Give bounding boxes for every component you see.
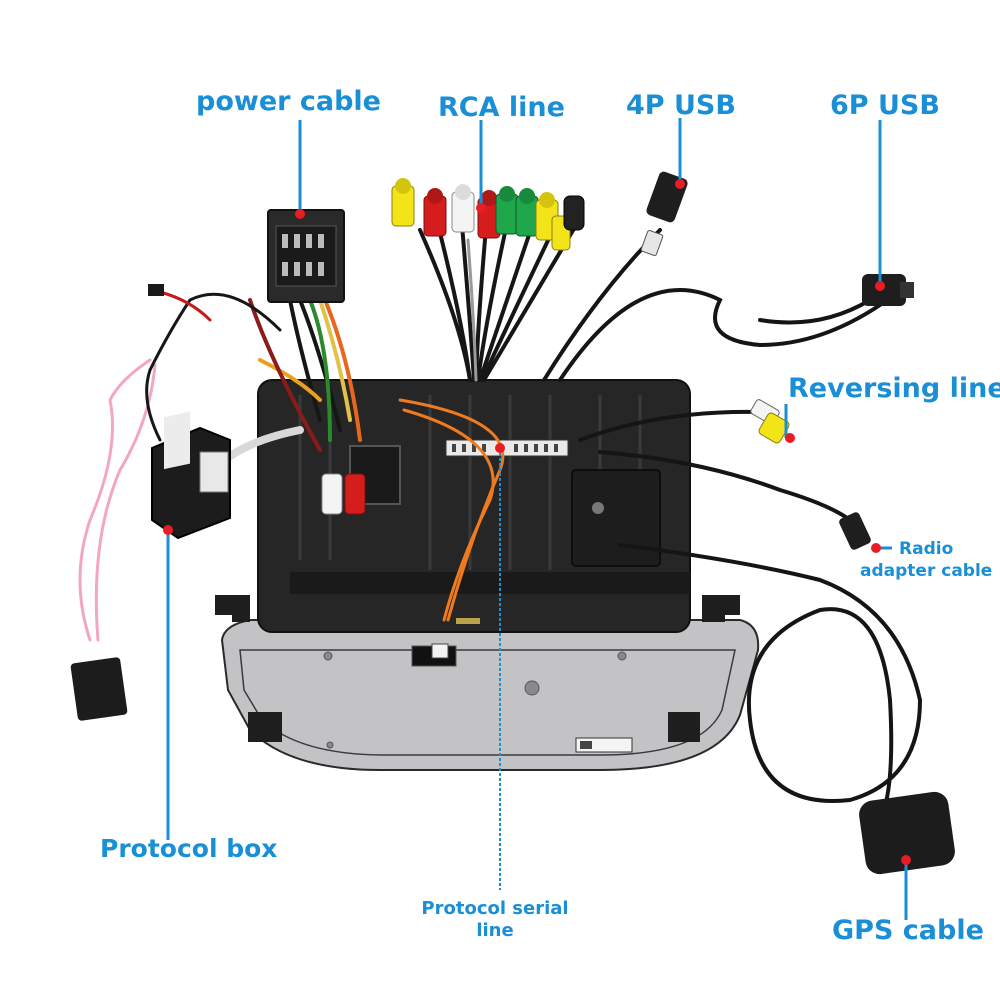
ground-stud [592,502,604,514]
label-rca-line: RCA line [438,92,565,123]
protocol-box-black-wire [145,292,282,442]
plate-screws [323,651,627,749]
header-pins [452,444,558,452]
gps-cable [618,543,923,822]
radio-adapter-cable [598,450,852,522]
label-radio-adapter-line1: Radio [899,539,954,559]
bottom-strip-gold [456,618,480,624]
rca-plug-green-1 [495,186,519,235]
pointer-lines [166,118,908,920]
usb-6p-cable [558,288,895,382]
label-radio-adapter-line2: adapter cable [860,561,993,581]
plate-mount-brackets [215,595,740,742]
rca-plug-green-2 [515,188,539,237]
label-protocol-serial-line: Protocol serial line [410,898,580,942]
rca-plugs [391,178,585,251]
rca-plug-red-1 [423,188,447,237]
power-connector-pins [282,234,324,276]
label-protocol-serial-line1: Protocol serial [421,898,569,919]
protocol-plug [70,657,128,721]
rear-panel-inset [571,469,661,567]
label-usb-6p: 6P USB [830,90,940,121]
usb-6p-plug [862,274,914,306]
protocol-orange-wires-2 [402,408,495,622]
pink-wire-1 [78,358,152,642]
label-radio-adapter: Radio adapter cable [860,538,992,582]
gps-antenna [859,791,955,875]
reversing-plug [750,399,790,444]
pointer-dots [163,179,911,865]
rca-plug-yellow-1 [391,178,415,227]
serial-plug [431,643,449,659]
pink-wire-2 [94,363,157,642]
small-red-plug [148,284,164,296]
label-protocol-serial-line2: line [476,920,514,941]
label-protocol-box: Protocol box [100,834,278,863]
small-red-black-lead [158,290,212,322]
power-harness [248,298,362,452]
back-plate [220,619,760,771]
protocol-box-device [151,411,231,540]
unit-rca-pair [321,473,366,515]
label-power-cable: power cable [196,86,381,117]
plate-sticker [575,737,633,753]
label-reversing-line: Reversing line [788,373,1000,404]
label-gps-cable: GPS cable [832,915,984,946]
aux-jack [563,195,585,231]
reversing-cable [578,409,762,442]
label-usb-4p: 4P USB [626,90,736,121]
rca-grey-wire [466,238,478,382]
bottom-strip [290,572,690,594]
rca-plug-white [451,184,475,233]
radio-adapter-plug [839,512,871,550]
